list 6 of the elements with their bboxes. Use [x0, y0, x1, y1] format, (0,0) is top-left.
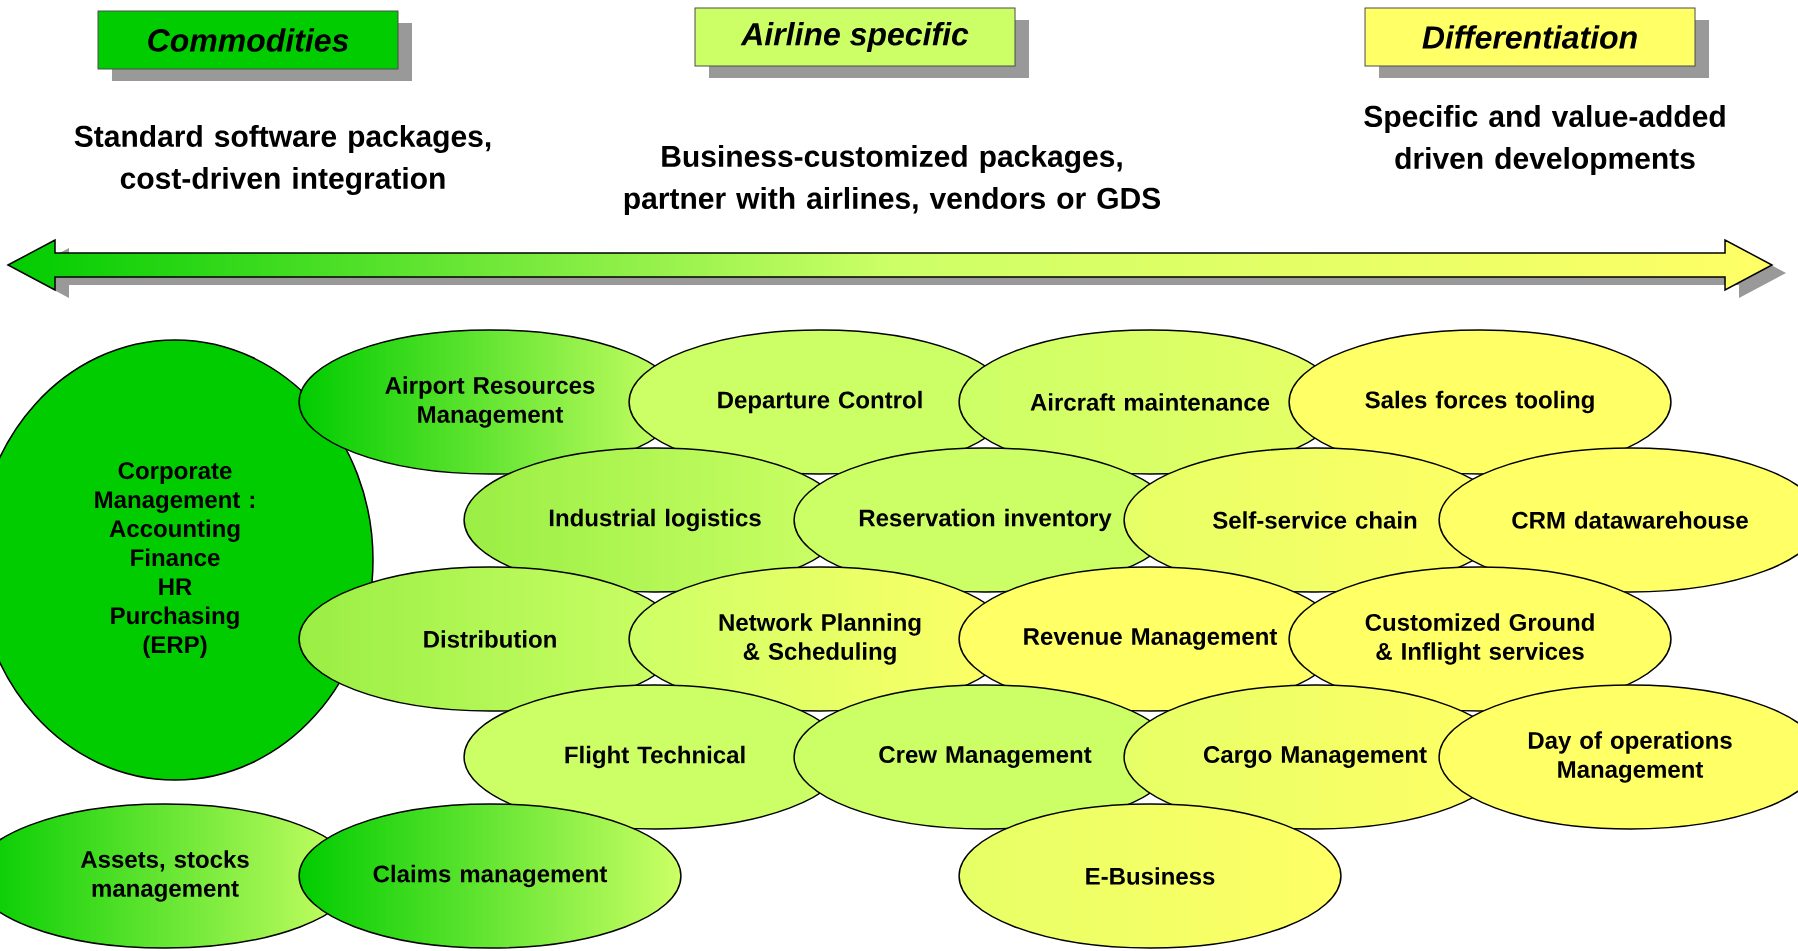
description-text: Business-customized packages, partner with airlines, vendors or GDS: [624, 145, 1161, 215]
description-text: Specific and value-added driven developments: [1364, 105, 1725, 175]
category-box: Commodities: [97, 10, 412, 81]
category-box: Airline specific: [694, 7, 1029, 78]
category-box: Differentiation: [1364, 7, 1709, 78]
description-text: Standard software packages, cost-driven integration: [74, 124, 491, 196]
